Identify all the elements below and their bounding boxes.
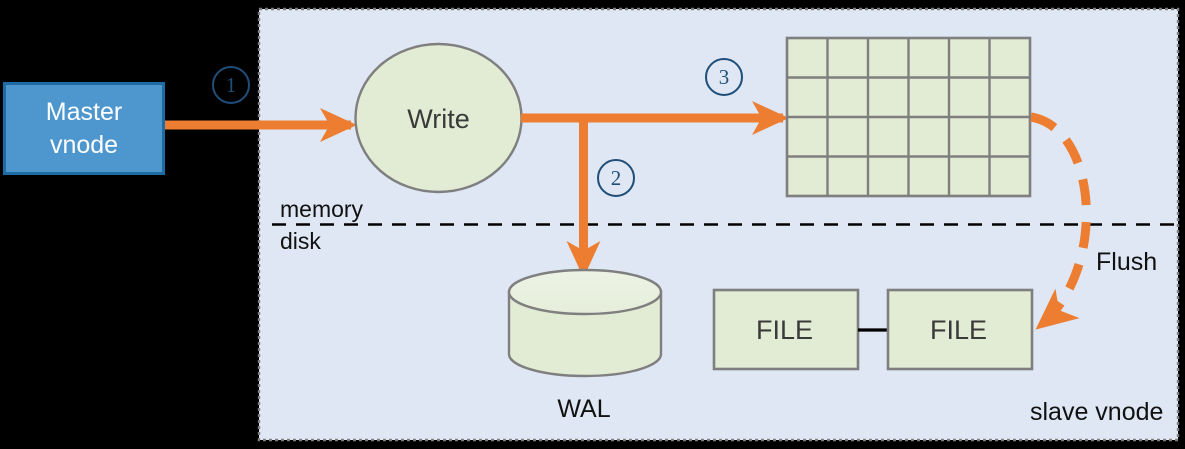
write-node-label: Write — [407, 104, 470, 134]
master-vnode-line-1: Master — [45, 97, 123, 126]
memory-region-label: memory — [280, 196, 364, 222]
step-number-1: 1 — [212, 66, 250, 104]
slave-vnode-label: slave vnode — [1030, 398, 1164, 426]
master-vnode-line-2: vnode — [49, 130, 119, 159]
memtable-grid — [785, 36, 1032, 198]
step-number-3: 3 — [705, 58, 743, 96]
flush-label: Flush — [1096, 248, 1158, 276]
disk-region-label: disk — [280, 228, 321, 254]
file-box-1-label: FILE — [756, 315, 814, 345]
step-number-2: 2 — [597, 159, 635, 197]
file-box-2-label: FILE — [930, 315, 988, 345]
master-vnode-box[interactable]: Master vnode — [3, 82, 165, 175]
wal-cylinder — [507, 268, 663, 378]
wal-label: WAL — [557, 395, 611, 423]
file-box-2 — [886, 288, 1034, 371]
flush-arrow — [1029, 112, 1091, 330]
file-box-1 — [712, 288, 860, 371]
